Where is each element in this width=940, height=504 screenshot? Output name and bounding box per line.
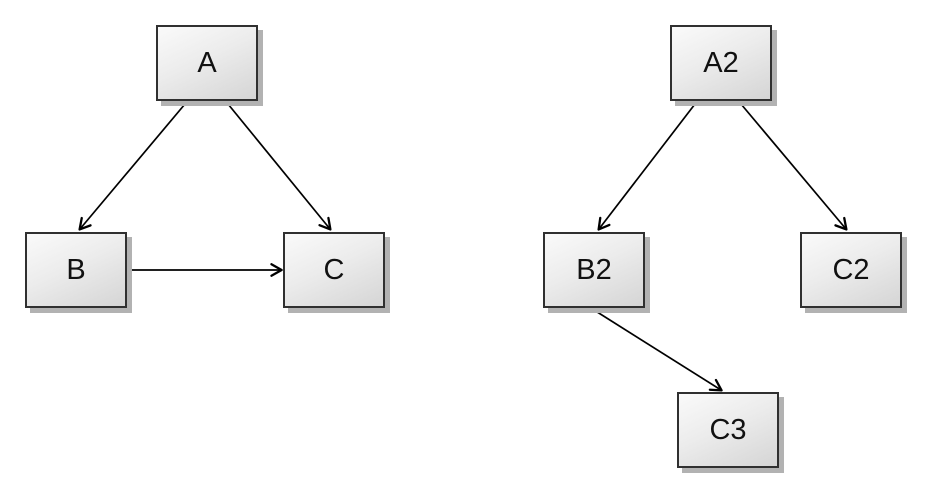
node-B[interactable]: B	[25, 232, 127, 308]
edge-A-B	[78, 103, 186, 231]
node-C[interactable]: C	[283, 232, 385, 308]
edge-A-C	[227, 103, 332, 231]
node-B2[interactable]: B2	[543, 232, 645, 308]
edge-A2-B2	[597, 103, 696, 231]
node-A2[interactable]: A2	[670, 25, 772, 101]
node-A[interactable]: A	[156, 25, 258, 101]
node-C3[interactable]: C3	[677, 392, 779, 468]
edge-B2-C3	[593, 309, 723, 392]
edge-A2-C2	[740, 103, 848, 231]
node-C2[interactable]: C2	[800, 232, 902, 308]
